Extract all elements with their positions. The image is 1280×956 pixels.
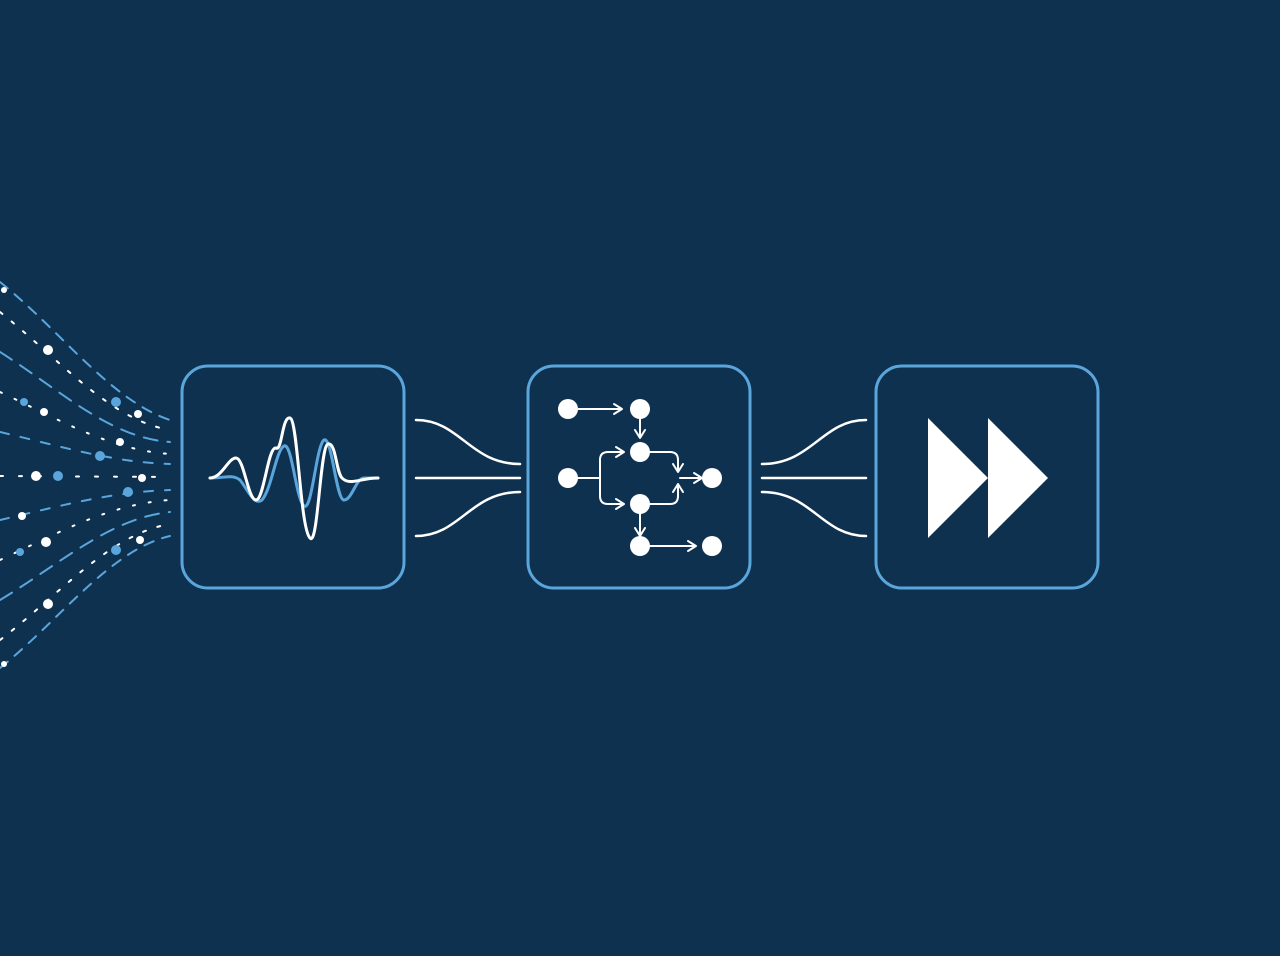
flow-node [702,468,722,488]
flow-node [630,494,650,514]
stage-box [874,364,1100,590]
stream-dot [1,287,7,293]
stream-line [0,391,171,455]
stream-line [0,523,171,641]
flow-node [630,399,650,419]
stream-dot [1,661,7,667]
stream-dot [20,398,28,406]
stream-dot [43,345,53,355]
connector-1-2 [414,418,522,538]
stream-line [0,311,171,431]
connector-line [414,490,522,538]
connector-line [414,418,522,466]
waveform-blue [208,438,380,508]
stream-dot [41,537,51,547]
dotted-streams-icon [0,281,171,669]
stream-dot [16,548,24,556]
stream-line [0,431,171,465]
stream-dot [31,471,41,481]
stream-dot [40,408,48,416]
stream-dots [1,287,146,667]
connector-2-3 [760,418,868,538]
flow-node [630,442,650,462]
stream-line [0,499,171,561]
stream-dot [95,451,105,461]
stream-dot [136,536,144,544]
flow-node [558,468,578,488]
stream-dot [134,410,142,418]
stream-dot [111,397,121,407]
stage-1 [180,364,406,590]
fast-forward-icon [928,418,1048,538]
stage-box [180,364,406,590]
stage-box [526,364,752,590]
stream-dot [43,599,53,609]
stream-dot [111,545,121,555]
stream-line [0,281,171,421]
stream-dot [138,474,146,482]
stream-dot [53,471,63,481]
stream-line [0,351,171,443]
stream-dot [123,487,133,497]
connector-line [760,418,868,466]
stream-line [0,511,171,601]
waveform-icon [208,416,380,540]
stage-3 [874,364,1100,590]
flow-node [630,536,650,556]
flow-node [558,399,578,419]
stream-line [0,535,171,669]
connector-line [760,490,868,538]
waveform-white [208,416,380,540]
flowchart-icon [558,399,722,556]
stream-dot [116,438,124,446]
stream-dot [18,512,26,520]
stage-2 [526,364,752,590]
flow-node [702,536,722,556]
